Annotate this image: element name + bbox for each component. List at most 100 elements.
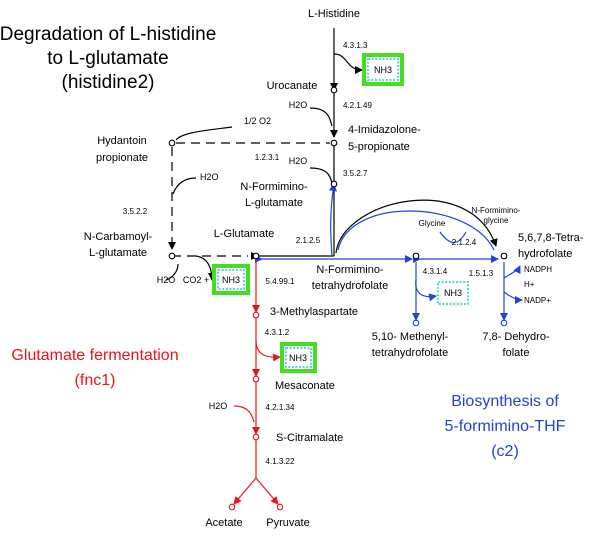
ec-4-2-1-49: 4.2.1.49 bbox=[343, 101, 372, 110]
label-carbamoyl-1: N-Carbamoyl- bbox=[84, 231, 153, 243]
blue-arrow-nadph bbox=[503, 265, 521, 279]
label-hydantoin-1: Hydantoin bbox=[97, 135, 147, 147]
label-formimino-glycine-2: glycine bbox=[484, 216, 509, 225]
red-arrow-nh3-release bbox=[255, 339, 281, 362]
arc-black-thf bbox=[335, 199, 498, 254]
nh3-label-red: NH3 bbox=[289, 353, 307, 363]
label-carbamoyl-2: L-glutamate bbox=[89, 247, 147, 259]
red-title-line-2: (fnc1) bbox=[75, 372, 116, 389]
label-nadp: NADP+ bbox=[524, 296, 551, 305]
blue-title-line-3: (c2) bbox=[491, 443, 519, 460]
arrow-half-o2 bbox=[175, 126, 233, 141]
node-dehydrofolate bbox=[500, 319, 508, 327]
ec-4-3-1-3: 4.3.1.3 bbox=[343, 41, 368, 50]
label-formimino-thf-1: N-Formimino- bbox=[316, 264, 384, 276]
blue-arrow-formimino-glutamate bbox=[328, 183, 337, 257]
blue-arrow-nadp bbox=[503, 291, 523, 304]
label-imidazolone-1: 4-Imidazolone- bbox=[348, 124, 421, 136]
arrow-co2-nh3-release bbox=[195, 255, 216, 281]
node-hydantoin bbox=[168, 139, 176, 147]
label-pyruvate: Pyruvate bbox=[266, 517, 309, 529]
ec-1-2-3-1: 1.2.3.1 bbox=[255, 153, 280, 162]
ec-4-2-1-34: 4.2.1.34 bbox=[266, 403, 295, 412]
blue-arrow-glycine bbox=[439, 231, 467, 244]
label-h-plus: H+ bbox=[524, 280, 535, 289]
label-formimino-glutamate-1: N-Formimino- bbox=[240, 181, 308, 193]
label-formimino-glycine-1: N-Formimino- bbox=[472, 206, 521, 215]
blue-title-line-1: Biosynthesis of bbox=[451, 393, 559, 410]
ec-2-1-2-5: 2.1.2.5 bbox=[296, 236, 321, 245]
arrow-h2o-1 bbox=[309, 107, 333, 127]
label-l-glutamate: L-Glutamate bbox=[214, 228, 275, 240]
ec-3-5-2-2: 3.5.2.2 bbox=[123, 207, 148, 216]
label-l-histidine: L-Histidine bbox=[308, 8, 360, 20]
arrow-h2o-3 bbox=[172, 177, 197, 195]
ec-4-1-3-22: 4.1.3.22 bbox=[266, 457, 295, 466]
compound-nodes bbox=[168, 86, 508, 511]
nh3-label-blue: NH3 bbox=[444, 288, 462, 298]
label-urocanate: Urocanate bbox=[267, 80, 318, 92]
nh3-box-blue: NH3 bbox=[437, 281, 469, 305]
label-methenyl-thf-1: 5,10- Methenyl- bbox=[372, 331, 449, 343]
node-citramalate bbox=[252, 433, 260, 441]
red-pathway-title: Glutamate fermentation (fnc1) bbox=[11, 347, 178, 389]
node-mesaconate bbox=[252, 375, 260, 383]
node-carbamoyl bbox=[168, 252, 176, 260]
main-title-line-2: to L-glutamate bbox=[47, 48, 168, 69]
main-title: Degradation of L-histidine to L-glutamat… bbox=[0, 24, 216, 93]
node-thf bbox=[500, 252, 508, 260]
label-mesaconate: Mesaconate bbox=[275, 380, 335, 392]
arrow-h2o-4 bbox=[165, 263, 179, 281]
label-h2o-4: H2O bbox=[157, 275, 176, 285]
label-nadph: NADPH bbox=[524, 265, 552, 274]
node-acetate bbox=[228, 503, 236, 511]
nh3-label-top: NH3 bbox=[374, 65, 392, 75]
blue-pathway-lines bbox=[255, 183, 523, 321]
node-urocanate bbox=[330, 86, 338, 94]
node-methenyl-thf bbox=[412, 319, 420, 327]
label-dehydrofolate-1: 7,8- Dehydro- bbox=[482, 331, 550, 343]
node-imidazolone bbox=[330, 139, 338, 147]
node-pyruvate bbox=[276, 503, 284, 511]
nh3-label-glutamate: NH3 bbox=[222, 275, 240, 285]
red-arrow-acetate bbox=[233, 477, 257, 505]
node-methylaspartate bbox=[252, 311, 260, 319]
label-formimino-thf-2: tetrahydrofolate bbox=[312, 280, 388, 292]
label-co2: CO2 + bbox=[183, 275, 209, 285]
red-pathway-lines bbox=[233, 260, 281, 505]
arrow-h2o-2 bbox=[309, 167, 333, 184]
blue-arrow-nh3-release bbox=[415, 279, 437, 302]
cofactor-labels: H2O H2O 1/2 O2 H2O H2O CO2 + H2O Glycine… bbox=[157, 100, 552, 411]
ec-2-1-2-4: 2.1.2.4 bbox=[452, 238, 477, 247]
node-formimino-thf bbox=[412, 252, 420, 260]
red-arrow-h2o bbox=[233, 405, 255, 423]
label-formimino-glutamate-2: L-glutamate bbox=[245, 197, 303, 209]
label-h2o-3: H2O bbox=[200, 172, 219, 182]
label-hydantoin-2: propionate bbox=[96, 152, 148, 164]
ec-4-3-1-2: 4.3.1.2 bbox=[265, 328, 290, 337]
main-title-line-3: (histidine2) bbox=[62, 72, 155, 93]
label-h2o-red: H2O bbox=[209, 401, 228, 411]
blue-pathway-title: Biosynthesis of 5-formimino-THF (c2) bbox=[445, 393, 566, 460]
label-thf-1: 5,6,7,8-Tetra- bbox=[518, 232, 584, 244]
label-h2o-2: H2O bbox=[289, 156, 308, 166]
node-glutamate bbox=[252, 252, 260, 260]
label-acetate: Acetate bbox=[205, 517, 242, 529]
red-arrow-pyruvate bbox=[255, 477, 279, 505]
label-glycine: Glycine bbox=[419, 219, 446, 228]
label-methenyl-thf-2: tetrahydrofolate bbox=[372, 347, 448, 359]
label-methylaspartate: 3-Methylaspartate bbox=[270, 306, 358, 318]
nh3-box-glutamate: NH3 bbox=[212, 264, 250, 295]
black-pathway-lines bbox=[165, 28, 498, 281]
label-h2o-1: H2O bbox=[289, 100, 308, 110]
red-title-line-1: Glutamate fermentation bbox=[11, 347, 178, 364]
label-thf-2: hydrofolate bbox=[518, 248, 572, 260]
blue-title-line-2: 5-formimino-THF bbox=[445, 418, 566, 435]
nh3-box-top: NH3 bbox=[362, 53, 404, 86]
compound-labels: L-Histidine Urocanate 4-Imidazolone- 5-p… bbox=[84, 8, 584, 529]
node-formimino-glutamate bbox=[330, 180, 338, 188]
blue-arc-thf bbox=[337, 210, 495, 251]
ec-4-3-1-4: 4.3.1.4 bbox=[423, 267, 448, 276]
arrow-nh3-release-1 bbox=[333, 53, 363, 74]
